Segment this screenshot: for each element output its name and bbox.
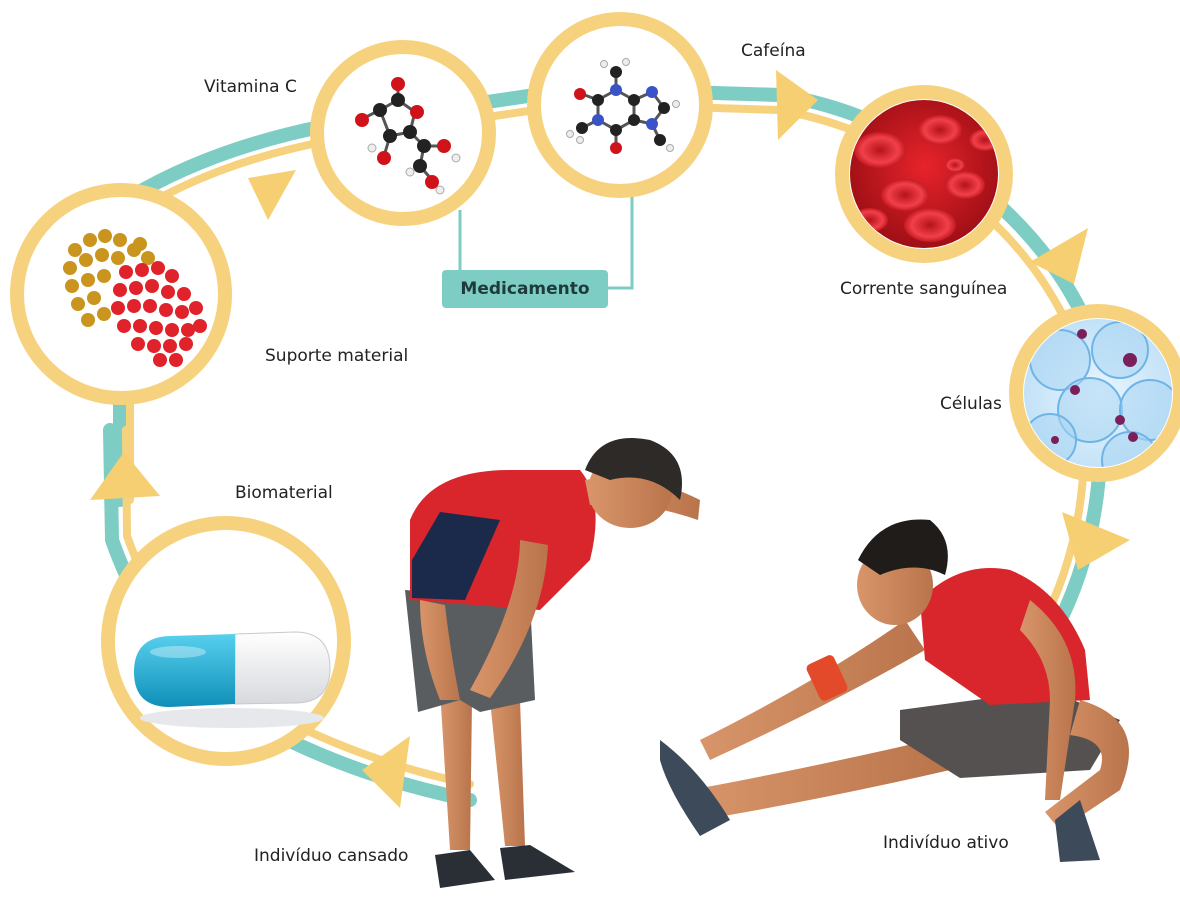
vitamina-c-node (317, 47, 489, 219)
cafeina-node (534, 19, 706, 191)
arrow-right-icon (776, 70, 818, 140)
vitamina-c-label: Vitamina C (204, 77, 297, 97)
active-runner-figure (660, 520, 1129, 863)
cafeina-label: Cafeína (741, 41, 806, 61)
medicamento-box: Medicamento (442, 270, 608, 308)
celulas-label: Células (940, 394, 1002, 414)
corrente-sanguinea-node (840, 90, 1010, 260)
arrow-right-icon (248, 170, 296, 220)
tired-runner-figure (405, 438, 700, 888)
individuo-ativo-label: Indivíduo ativo (883, 833, 1009, 853)
arrow-up-icon (90, 452, 160, 500)
individuo-cansado-label: Indivíduo cansado (254, 846, 408, 866)
arrow-left-icon (362, 736, 410, 808)
medicamento-label: Medicamento (460, 279, 589, 299)
capsule-pill-icon (134, 632, 330, 728)
suporte-material-label: Suporte material (265, 346, 408, 366)
biomaterial-node (108, 523, 344, 759)
biomaterial-label: Biomaterial (235, 483, 333, 503)
corrente-label: Corrente sanguínea (840, 279, 1007, 299)
suporte-material-node (17, 190, 225, 398)
celulas-node (1016, 311, 1180, 488)
